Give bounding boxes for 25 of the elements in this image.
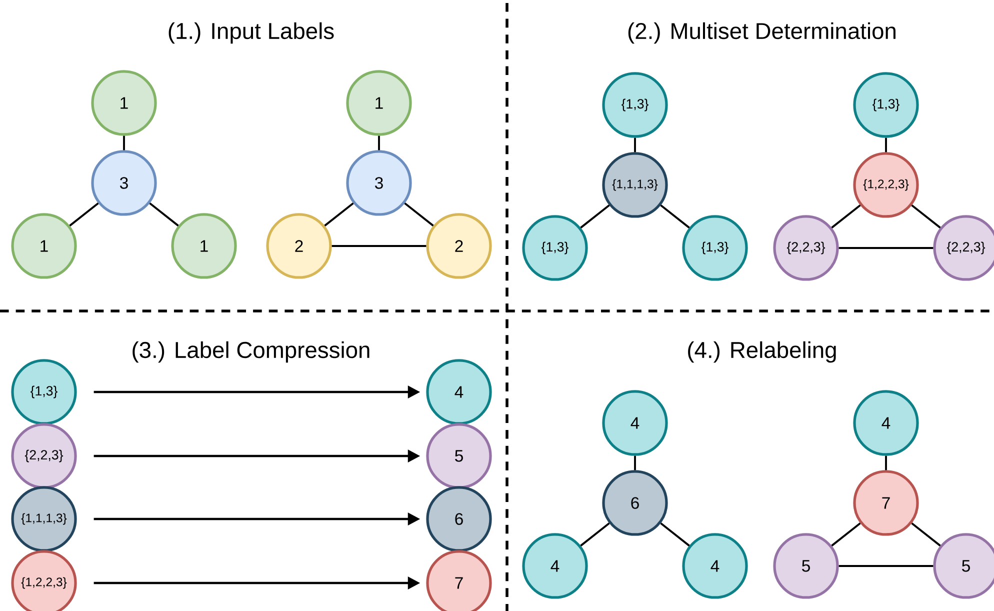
- graph-edge: [634, 456, 636, 470]
- graph-edge: [404, 202, 434, 226]
- graph-edge: [149, 202, 179, 226]
- graph-edge: [831, 522, 861, 546]
- panel-title: (1.) Input Labels: [168, 22, 334, 44]
- graph-edge: [69, 202, 99, 226]
- panel-title: (4.) Relabeling: [688, 341, 836, 363]
- graph-edge: [378, 136, 380, 150]
- graph-edge: [885, 456, 887, 470]
- panel-title: (2.) Multiset Determination: [628, 22, 896, 44]
- graph-edge: [911, 204, 941, 228]
- graph-edge: [885, 138, 887, 152]
- graph-edge: [831, 204, 861, 228]
- graph-edge: [634, 138, 636, 152]
- panel-title: (3.) Label Compression: [132, 341, 370, 363]
- graph-edge: [911, 522, 941, 546]
- graph-edge: [580, 204, 610, 228]
- graph-edge: [123, 136, 125, 150]
- graph-edge: [838, 565, 934, 567]
- graph-edge: [332, 245, 426, 247]
- graph-edge: [660, 204, 690, 228]
- graph-edge: [580, 522, 610, 546]
- graph-edge: [324, 202, 354, 226]
- graph-edge: [660, 522, 690, 546]
- graph-edge: [838, 247, 934, 249]
